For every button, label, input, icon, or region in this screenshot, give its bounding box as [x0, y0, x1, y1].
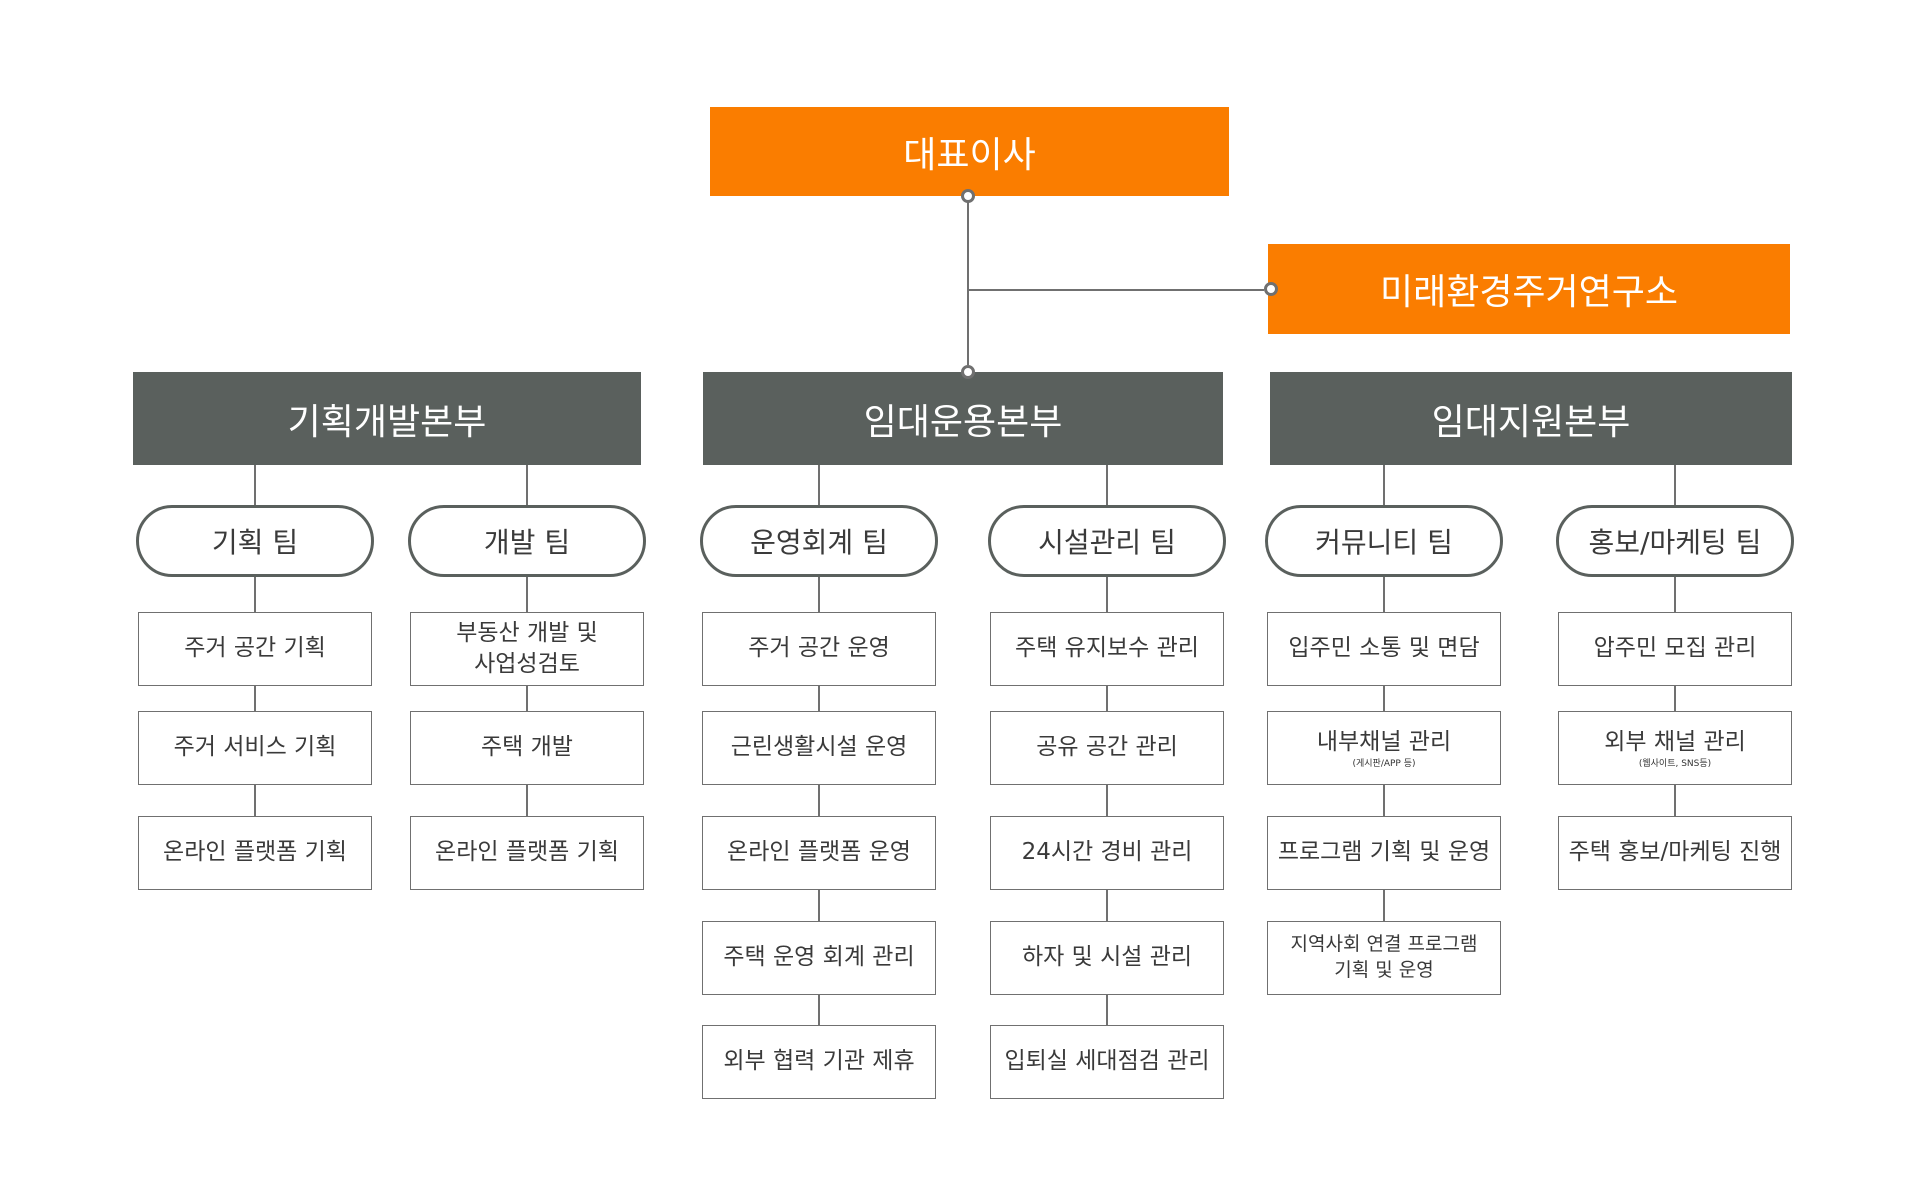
task-label-line: 하자 및 시설 관리	[1021, 944, 1193, 971]
team-label: 홍보/마케팅 팀	[1588, 526, 1762, 559]
division-label: 기획개발본부	[287, 401, 487, 443]
division-box: 임대운용본부	[703, 372, 1223, 465]
task-label-line: 압주민 모집 관리	[1593, 635, 1757, 662]
task-label-line: 프로그램 기획 및 운영	[1277, 839, 1491, 866]
task-label-line: 입주민 소통 및 면담	[1288, 635, 1480, 662]
task-label-line: 온라인 플랫폼 기획	[435, 839, 619, 866]
team-label: 시설관리 팀	[1038, 526, 1176, 559]
task-box: 주택 개발	[410, 711, 644, 785]
task-label-line: 24시간 경비 관리	[1021, 839, 1193, 866]
task-box: 주거 공간 운영	[702, 612, 936, 686]
task-label-line: 사업성검토	[474, 651, 580, 677]
task-box: 온라인 플랫폼 운영	[702, 816, 936, 890]
division-label: 임대지원본부	[1431, 401, 1631, 443]
division-connector-dot	[961, 365, 975, 379]
task-box: 입퇴실 세대점검 관리	[990, 1025, 1224, 1099]
research-lab-label: 미래환경주거연구소	[1379, 272, 1679, 313]
task-label-line: 주거 서비스 기획	[173, 734, 337, 761]
task-box: 입주민 소통 및 면담	[1267, 612, 1501, 686]
team-box: 커뮤니티 팀	[1265, 505, 1503, 577]
task-label-line: 온라인 플랫폼 기획	[163, 839, 347, 866]
division-box: 기획개발본부	[133, 372, 641, 465]
task-box: 외부 협력 기관 제휴	[702, 1025, 936, 1099]
team-label: 개발 팀	[483, 526, 571, 559]
team-label: 커뮤니티 팀	[1315, 526, 1453, 559]
ceo-connector-dot	[961, 189, 975, 203]
task-label-line: 부동산 개발 및	[456, 619, 598, 646]
ceo-box: 대표이사	[710, 107, 1229, 196]
task-label-line: 주택 유지보수 관리	[1015, 635, 1199, 662]
task-label-line: 주택 홍보/마케팅 진행	[1568, 839, 1782, 866]
ceo-label: 대표이사	[903, 134, 1036, 176]
task-box: 주거 공간 기획	[138, 612, 372, 686]
team-label: 기획 팀	[211, 526, 299, 559]
task-box: 압주민 모집 관리	[1558, 612, 1792, 686]
task-box: 하자 및 시설 관리	[990, 921, 1224, 995]
task-box: 공유 공간 관리	[990, 711, 1224, 785]
task-label-line: 외부 채널 관리	[1604, 728, 1746, 755]
task-label-line: 주거 공간 기획	[184, 635, 326, 662]
task-label-line: 공유 공간 관리	[1036, 734, 1178, 761]
division-label: 임대운용본부	[863, 401, 1063, 443]
task-box: 외부 채널 관리 (웹사이트, SNS등)	[1558, 711, 1792, 785]
task-box: 주거 서비스 기획	[138, 711, 372, 785]
task-box: 온라인 플랫폼 기획	[410, 816, 644, 890]
task-label-line: 지역사회 연결 프로그램	[1290, 933, 1478, 956]
task-box: 프로그램 기획 및 운영	[1267, 816, 1501, 890]
task-box: 주택 홍보/마케팅 진행	[1558, 816, 1792, 890]
team-box: 기획 팀	[136, 505, 374, 577]
division-box: 임대지원본부	[1270, 372, 1792, 465]
task-label-line: 주택 개발	[481, 734, 573, 761]
team-box: 운영회계 팀	[700, 505, 938, 577]
task-sub-label: (게시판/APP 등)	[1352, 758, 1416, 769]
team-box: 홍보/마케팅 팀	[1556, 505, 1794, 577]
task-box: 주택 유지보수 관리	[990, 612, 1224, 686]
task-label-line: 입퇴실 세대점검 관리	[1004, 1048, 1210, 1075]
task-label-line: 내부채널 관리	[1316, 728, 1452, 755]
task-box: 내부채널 관리 (게시판/APP 등)	[1267, 711, 1501, 785]
task-box: 주택 운영 회계 관리	[702, 921, 936, 995]
task-label-line: 외부 협력 기관 제휴	[723, 1048, 915, 1075]
task-box: 근린생활시설 운영	[702, 711, 936, 785]
task-label-line: 주거 공간 운영	[748, 635, 890, 662]
team-box: 시설관리 팀	[988, 505, 1226, 577]
task-label-line: 기획 및 운영	[1334, 959, 1434, 981]
task-box: 온라인 플랫폼 기획	[138, 816, 372, 890]
team-label: 운영회계 팀	[750, 526, 888, 559]
research-lab-box: 미래환경주거연구소	[1268, 244, 1790, 334]
task-label-line: 근린생활시설 운영	[730, 734, 908, 761]
task-sub-label: (웹사이트, SNS등)	[1638, 758, 1712, 769]
lab-connector-dot	[1264, 282, 1278, 296]
task-label-line: 온라인 플랫폼 운영	[727, 839, 911, 866]
team-box: 개발 팀	[408, 505, 646, 577]
task-label-line: 주택 운영 회계 관리	[723, 944, 915, 971]
task-box: 24시간 경비 관리	[990, 816, 1224, 890]
